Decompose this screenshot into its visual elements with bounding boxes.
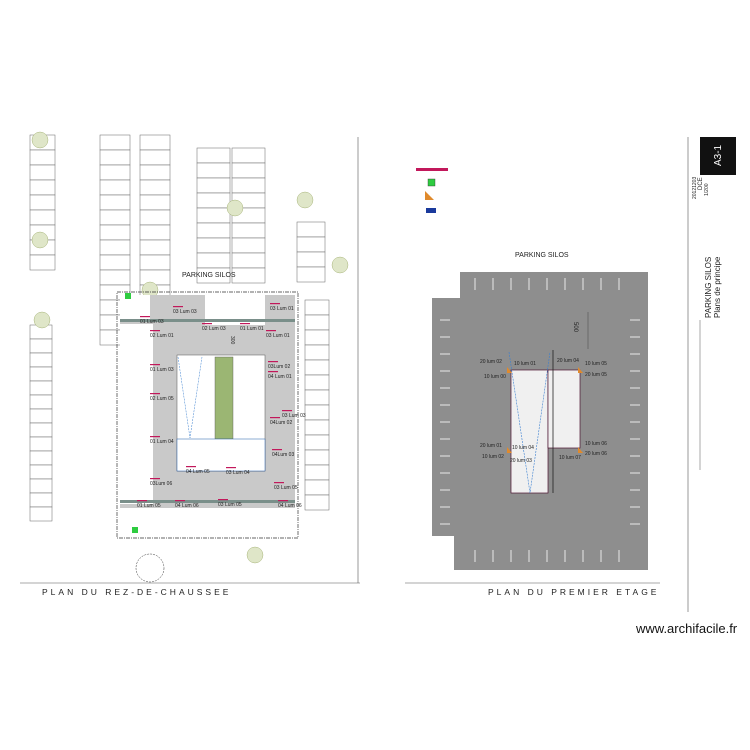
lighting-label: 10 lum 04 bbox=[512, 445, 534, 451]
lighting-label: 04 Lum 05 bbox=[186, 469, 210, 475]
lighting-label: 20 lum 01 bbox=[480, 443, 502, 449]
lighting-label: 10 lum 01 bbox=[514, 361, 536, 367]
lighting-label: 04Lum 03 bbox=[272, 452, 294, 458]
lighting-label: 10 lum 05 bbox=[585, 361, 607, 367]
lighting-label: 03 Lum 05 bbox=[218, 502, 242, 508]
lighting-label: 20 lum 06 bbox=[585, 451, 607, 457]
lighting-label: 01 Lum 05 bbox=[137, 503, 161, 509]
lighting-label: 03Lum 06 bbox=[150, 481, 172, 487]
lighting-label: 04 Lum 06 bbox=[278, 503, 302, 509]
lighting-label: 10 lum 02 bbox=[482, 454, 504, 460]
lighting-label: 04Lum 02 bbox=[270, 420, 292, 426]
lighting-label: 10 lum 00 bbox=[484, 374, 506, 380]
sheet-frame bbox=[20, 137, 689, 612]
parking-name-label: PARKING SILOS bbox=[182, 272, 236, 279]
light-fixture-icon bbox=[578, 447, 583, 453]
lighting-label: 02 Lum 03 bbox=[202, 326, 226, 332]
light-fixture-icon bbox=[507, 367, 512, 373]
lighting-label: 03Lum 02 bbox=[268, 364, 290, 370]
lighting-label: 01 Lum 01 bbox=[240, 326, 264, 332]
lighting-label: 04 Lum 01 bbox=[268, 374, 292, 380]
lighting-label: 03 Lum 01 bbox=[270, 306, 294, 312]
sheet-number: A3-1 bbox=[713, 144, 724, 166]
lighting-label: 20 lum 05 bbox=[585, 372, 607, 378]
ground-floor-title: PLAN DU REZ-DE-CHAUSSEE bbox=[42, 587, 231, 597]
surface-parking-stalls bbox=[29, 134, 330, 522]
lighting-label: 02 Lum 01 bbox=[150, 333, 174, 339]
lighting-label: 03 Lum 03 bbox=[173, 309, 197, 315]
tree-symbols bbox=[31, 131, 349, 583]
dimension-300: 300 bbox=[229, 336, 235, 345]
legend-green-swatch bbox=[427, 178, 436, 187]
lighting-label: 03 Lum 04 bbox=[226, 470, 250, 476]
project-name: PARKING SILOS bbox=[704, 257, 713, 318]
first-floor-plan: 500 20 lum 02 10 lum 01 10 lum 00 20 lum 04… bbox=[432, 272, 648, 570]
light-fixture-icon bbox=[578, 367, 583, 373]
lighting-label: 03 Lum 03 bbox=[282, 413, 306, 419]
lighting-label: 10 lum 07 bbox=[559, 455, 581, 461]
legend-triangle-swatch bbox=[425, 191, 434, 200]
lighting-label: 20 lum 04 bbox=[557, 358, 579, 364]
lighting-label: 01 Lum 03 bbox=[150, 367, 174, 373]
lighting-label: 01 Lum 04 bbox=[150, 439, 174, 445]
lighting-label: 04 Lum 06 bbox=[175, 503, 199, 509]
lighting-label: 01 Lum 03 bbox=[140, 319, 164, 325]
light-fixture-icon bbox=[507, 447, 512, 453]
lighting-label: 03 Lum 01 bbox=[266, 333, 290, 339]
lighting-label: 02 Lum 05 bbox=[150, 396, 174, 402]
lighting-label: 10 lum 06 bbox=[585, 441, 607, 447]
date: 20121203 bbox=[692, 177, 698, 199]
scale: 1/200 bbox=[704, 183, 710, 196]
lighting-label: 20 lum 03 bbox=[510, 458, 532, 464]
legend-blue-swatch bbox=[426, 208, 436, 213]
lighting-label: 03 Lum 05 bbox=[274, 485, 298, 491]
drawing-subtitle: Plans de principe bbox=[713, 256, 722, 318]
first-floor-parking-name: PARKING SILOS bbox=[515, 252, 569, 259]
legend bbox=[416, 168, 448, 213]
ground-floor-plan: 300 03 Lum 03 01 Lum 03 02 Lum 03 01 Lum 01… bbox=[116, 291, 306, 539]
first-floor-lighting-labels: 20 lum 02 10 lum 01 10 lum 00 20 lum 04 10 l… bbox=[480, 358, 607, 464]
dimension-500: 500 bbox=[572, 322, 578, 333]
watermark: www.archifacile.fr bbox=[636, 621, 738, 636]
legend-line-swatch bbox=[416, 168, 448, 171]
title-block: A3-1 20121203 DCE 1/200 PARKING SILOS Pl… bbox=[692, 137, 736, 470]
phase: DCE bbox=[698, 177, 704, 190]
lighting-label: 20 lum 02 bbox=[480, 359, 502, 365]
first-floor-title: PLAN DU PREMIER ETAGE bbox=[488, 587, 659, 597]
